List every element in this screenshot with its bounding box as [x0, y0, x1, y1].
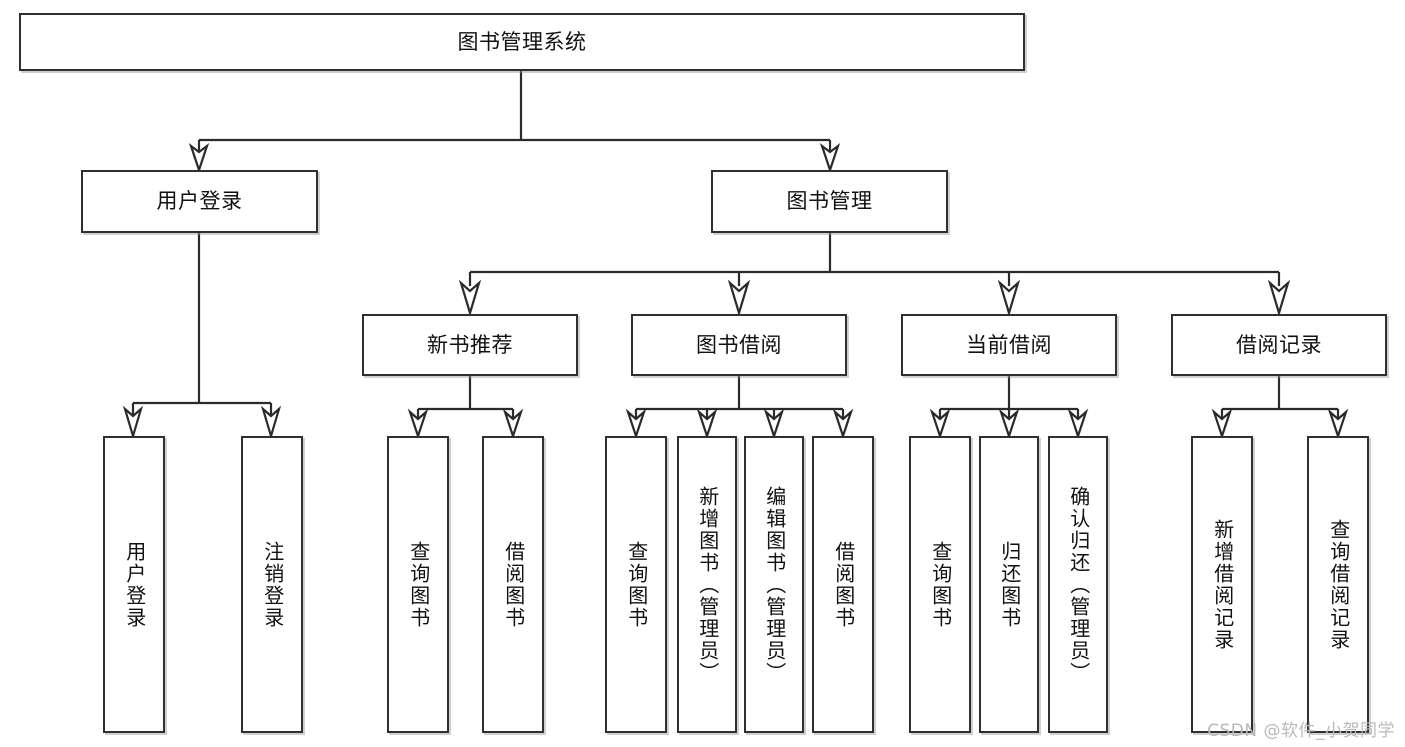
leaf-book-borrow-query[interactable]: 查询图书 [605, 436, 667, 733]
node-user-login[interactable]: 用户登录 [81, 170, 318, 233]
leaf-book-borrow-edit[interactable]: 编辑图书（管理员） [744, 436, 804, 733]
arrowhead-br-leaf-2 [1327, 408, 1349, 440]
arrowhead-nb-leaf-2 [502, 408, 524, 440]
leaf-label: 注销登录 [260, 540, 285, 629]
leaf-label: 查询图书 [406, 540, 431, 629]
arrowhead-bb-leaf-1 [625, 408, 647, 440]
node-current-borrow-label: 当前借阅 [966, 332, 1052, 357]
node-new-book-recommend-label: 新书推荐 [427, 332, 513, 357]
leaf-label: 编辑图书（管理员） [762, 485, 787, 684]
leaf-label: 用户登录 [122, 540, 147, 629]
leaf-label: 查询借阅记录 [1326, 518, 1351, 651]
node-new-book-recommend[interactable]: 新书推荐 [362, 314, 578, 376]
leaf-new-book-borrow[interactable]: 借阅图书 [482, 436, 544, 733]
node-book-management-label: 图书管理 [786, 189, 873, 214]
arrowhead-user-login [188, 143, 210, 174]
arrowhead-new-book [458, 279, 482, 317]
csdn-watermark: CSDN @软件_小贺同学 [1207, 721, 1395, 741]
leaf-borrow-record-query[interactable]: 查询借阅记录 [1307, 436, 1369, 733]
node-book-borrow[interactable]: 图书借阅 [631, 314, 847, 376]
arrowhead-nb-leaf-1 [407, 408, 429, 440]
leaf-current-borrow-return[interactable]: 归还图书 [979, 436, 1039, 733]
node-borrow-record[interactable]: 借阅记录 [1171, 314, 1387, 376]
node-book-management[interactable]: 图书管理 [711, 170, 948, 233]
arrowhead-br-leaf-1 [1211, 408, 1233, 440]
node-borrow-record-label: 借阅记录 [1236, 332, 1322, 357]
arrowhead-current-borrow [997, 279, 1021, 317]
leaf-label: 归还图书 [997, 540, 1022, 629]
arrowhead-bb-leaf-2 [696, 408, 718, 440]
leaf-label: 借阅图书 [831, 540, 856, 629]
arrowhead-borrow-record [1267, 279, 1291, 317]
arrowhead-bb-leaf-4 [832, 408, 854, 440]
leaf-label: 借阅图书 [501, 540, 526, 629]
leaf-current-borrow-query[interactable]: 查询图书 [909, 436, 971, 733]
arrowhead-leaf-user-login-1 [122, 405, 144, 440]
arrowhead-bb-leaf-3 [763, 408, 785, 440]
arrowhead-book-manage [819, 143, 841, 174]
node-root-label: 图书管理系统 [457, 29, 587, 54]
leaf-user-login-logout[interactable]: 注销登录 [241, 436, 303, 733]
arrowhead-cb-leaf-1 [929, 408, 951, 440]
node-current-borrow[interactable]: 当前借阅 [901, 314, 1117, 376]
arrowhead-book-borrow [727, 279, 751, 317]
node-book-borrow-label: 图书借阅 [696, 332, 782, 357]
leaf-label: 确认归还（管理员） [1066, 485, 1091, 684]
leaf-book-borrow-borrow[interactable]: 借阅图书 [812, 436, 874, 733]
leaf-user-login-login[interactable]: 用户登录 [103, 436, 165, 733]
leaf-label: 查询图书 [928, 540, 953, 629]
node-user-login-label: 用户登录 [156, 189, 243, 214]
leaf-current-borrow-confirm[interactable]: 确认归还（管理员） [1048, 436, 1108, 733]
arrowhead-leaf-user-login-2 [260, 405, 282, 440]
leaf-label: 查询图书 [624, 540, 649, 629]
arrowhead-cb-leaf-2 [998, 408, 1020, 440]
leaf-borrow-record-add[interactable]: 新增借阅记录 [1191, 436, 1253, 733]
leaf-label: 新增借阅记录 [1210, 518, 1235, 651]
leaf-new-book-query[interactable]: 查询图书 [387, 436, 449, 733]
leaf-book-borrow-add[interactable]: 新增图书（管理员） [677, 436, 737, 733]
node-root[interactable]: 图书管理系统 [19, 13, 1025, 71]
leaf-label: 新增图书（管理员） [695, 485, 720, 684]
arrowhead-cb-leaf-3 [1067, 408, 1089, 440]
